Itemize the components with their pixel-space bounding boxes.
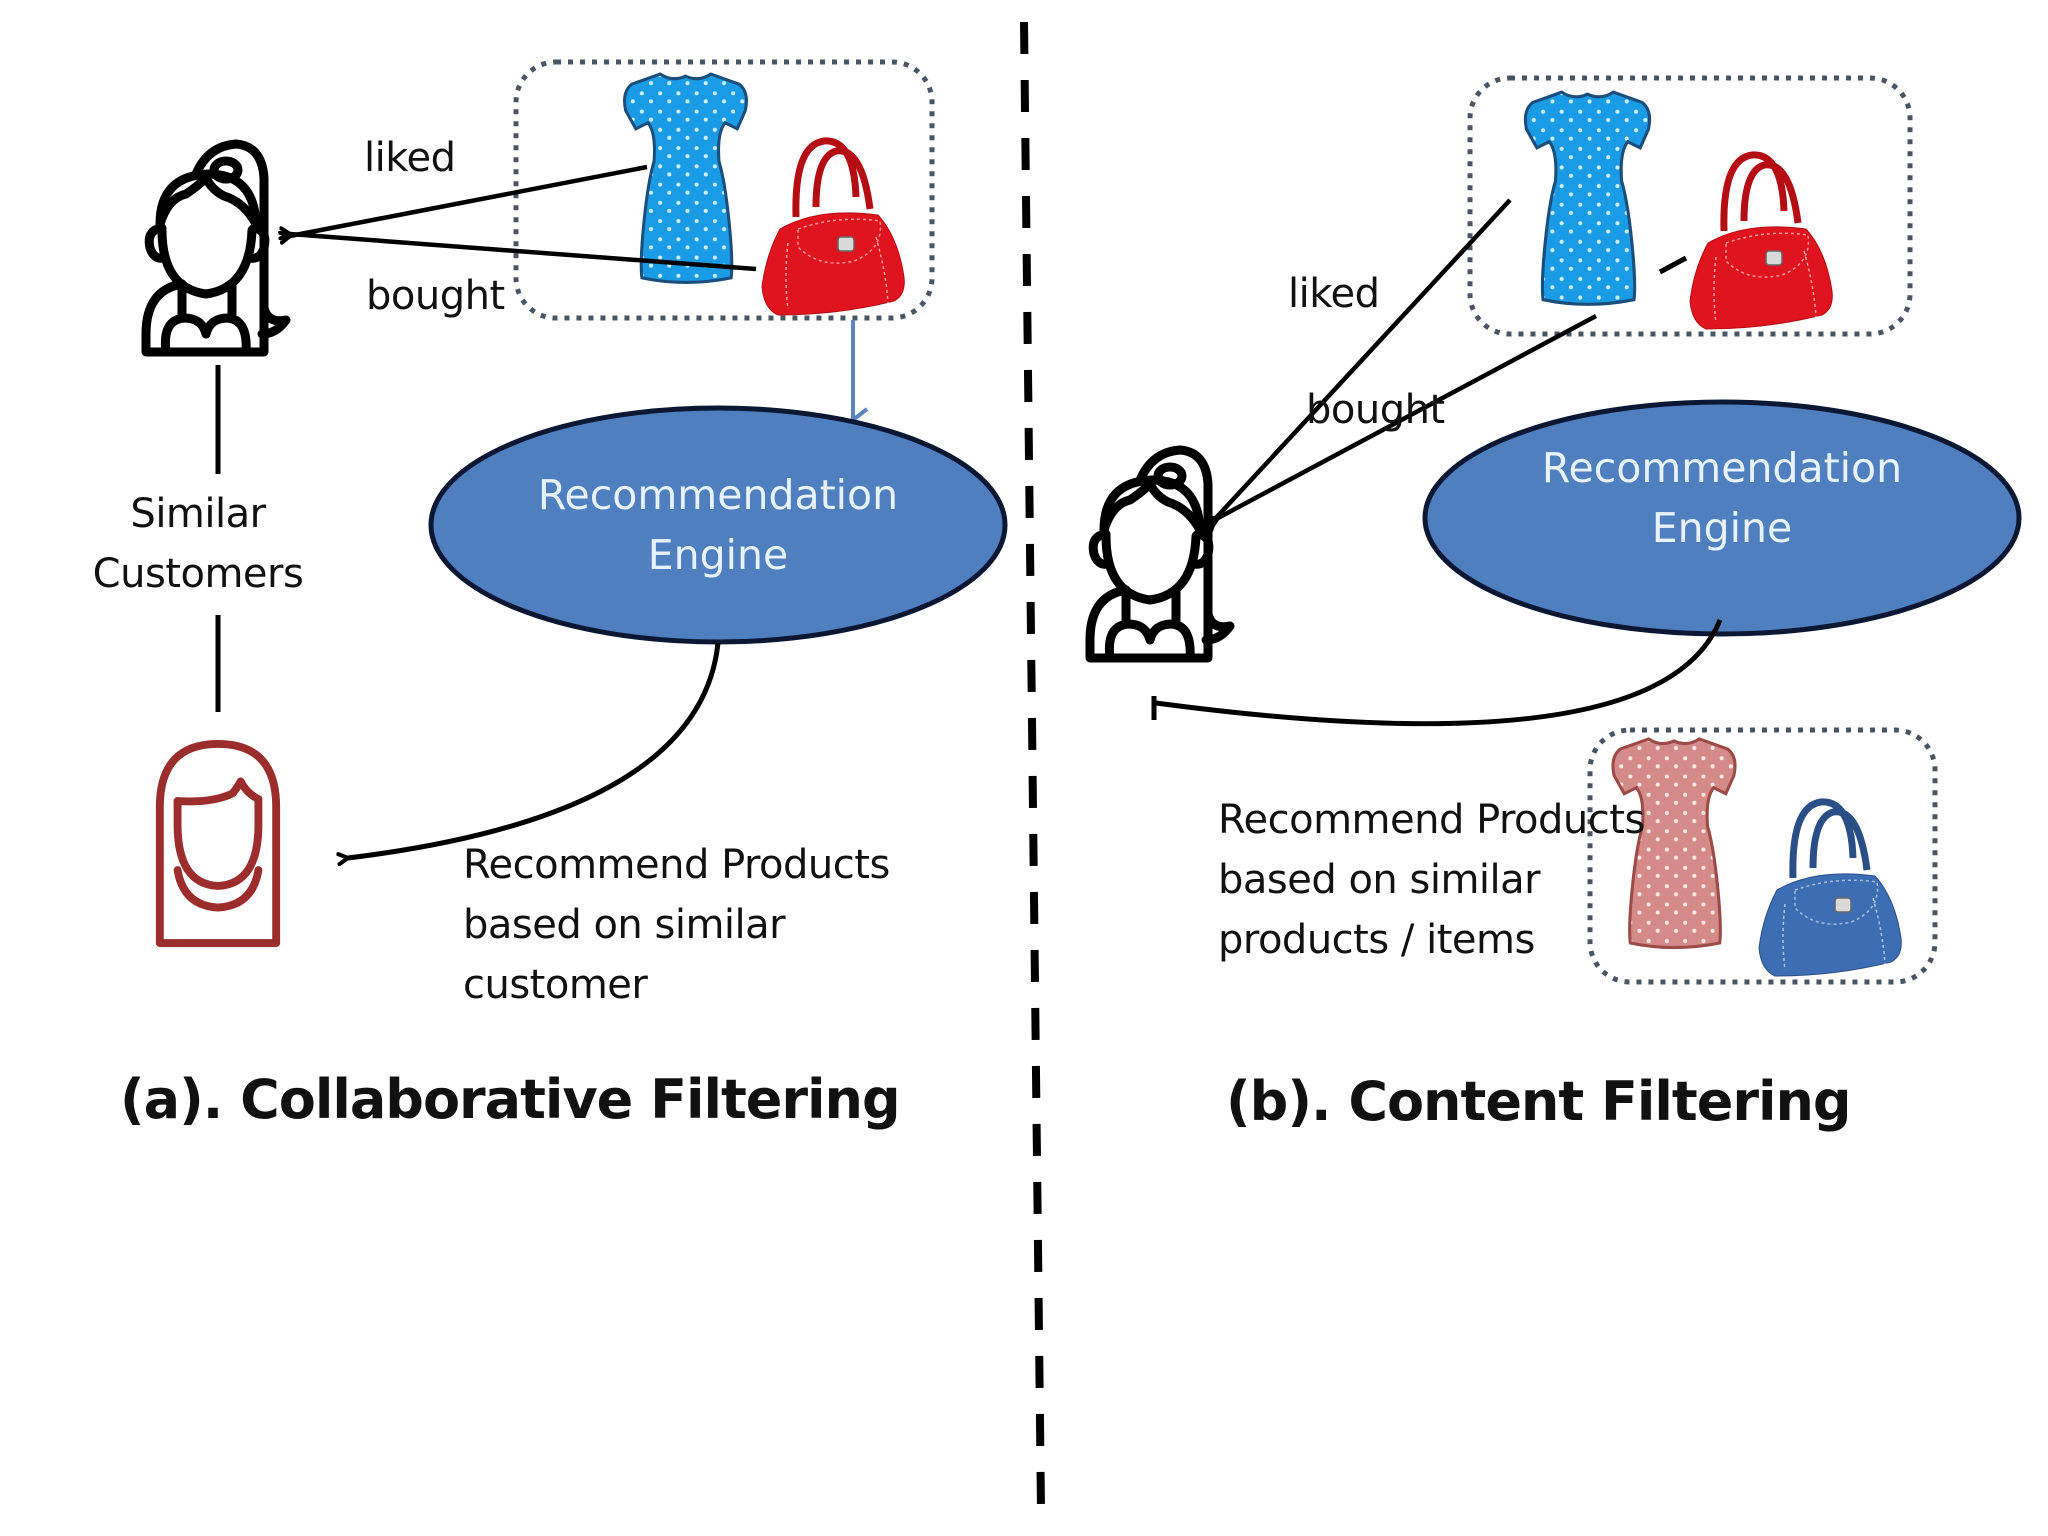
liked-items-box	[513, 59, 935, 321]
bought-label-a: bought	[366, 273, 505, 319]
dress-icon	[1523, 90, 1652, 306]
panel-divider	[1020, 21, 1045, 1511]
engine-label-a-line1: Recommendation	[537, 471, 899, 519]
bought-label-b: bought	[1306, 387, 1445, 433]
bought-edge-b	[1218, 314, 1598, 518]
recommend-text-b-line1: Recommend Products	[1218, 797, 1645, 843]
panel-collaborative-filtering	[146, 59, 1008, 943]
similar-customers-line2: Customers	[92, 551, 304, 597]
customer-icon	[1090, 450, 1230, 658]
recommend-arrow-a	[348, 642, 721, 858]
recommendation-engine-b	[1422, 399, 2022, 637]
handbag-icon	[762, 141, 904, 315]
liked-label-a: liked	[364, 135, 456, 181]
recommended-items-box	[1587, 727, 1938, 985]
recommend-text-b-line3: products / items	[1218, 917, 1535, 963]
liked-label-b: liked	[1288, 271, 1380, 317]
recommended-handbag-icon	[1759, 802, 1901, 976]
engine-label-b-line2: Engine	[1651, 504, 1793, 552]
panel-b-title: (b). Content Filtering	[1226, 1070, 1852, 1133]
similar-customers-line1: Similar	[130, 491, 266, 537]
liked-edge	[290, 164, 648, 236]
recommendation-engine-a	[428, 405, 1008, 645]
engine-label-b-line1: Recommendation	[1541, 444, 1903, 492]
similarity-dash	[1658, 255, 1688, 275]
similar-customer-icon	[160, 744, 276, 943]
recommend-text-a-line3: customer	[463, 962, 648, 1008]
recommend-text-a-line2: based on similar	[463, 902, 786, 948]
liked-items-box-b	[1467, 75, 1913, 337]
panel-content-filtering	[1090, 75, 2022, 985]
recommend-text-a-line1: Recommend Products	[463, 842, 890, 888]
recommend-text-b-line2: based on similar	[1218, 857, 1541, 903]
engine-label-a-line2: Engine	[647, 531, 789, 579]
panel-a-title: (a). Collaborative Filtering	[120, 1068, 901, 1131]
liked-edge-b	[1214, 198, 1512, 520]
dress-icon	[622, 72, 749, 284]
recommend-arrow-b	[1155, 619, 1723, 727]
handbag-icon	[1690, 155, 1832, 329]
customer-icon	[146, 144, 286, 352]
bought-edge	[290, 234, 757, 272]
